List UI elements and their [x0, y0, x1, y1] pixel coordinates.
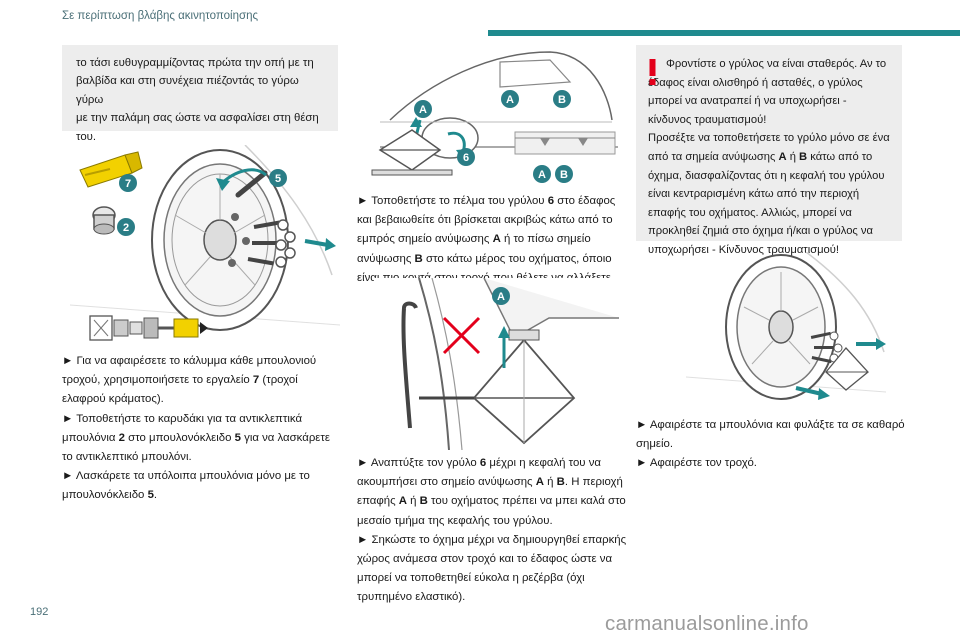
svg-text:5: 5 — [275, 173, 281, 185]
svg-text:B: B — [558, 94, 566, 106]
box-line: με την παλάμη σας ώστε να ασφαλίσει στη … — [76, 112, 319, 125]
step-extend-jack: ► Αναπτύξτε τον γρύλο 6 μέχρι η κεφαλή τ… — [357, 457, 626, 527]
callout-7: 7 — [119, 174, 137, 192]
svg-text:A: A — [506, 94, 514, 106]
watermark-text: carmanualsonline.info — [605, 612, 809, 635]
column-1-text: ► Για να αφαιρέσετε το κάλυμμα κάθε μπου… — [62, 352, 342, 506]
svg-text:A: A — [497, 291, 505, 303]
wheel-removal-illustration — [686, 252, 886, 400]
jack-closeup-illustration: A — [374, 278, 619, 450]
step-place-jack: ► Τοποθετήστε το πέλμα του γρύλου 6 στο … — [357, 195, 616, 284]
intro-continuation-box: το τάσι ευθυγραμμίζοντας πρώτα την οπή μ… — [62, 45, 338, 143]
bullet-arrow: ► — [62, 355, 74, 367]
bullet-arrow: ► — [357, 457, 369, 469]
header-accent-bar — [488, 30, 960, 36]
step-remove-bolt-caps: ► Για να αφαιρέσετε το κάλυμμα κάθε μπου… — [62, 355, 317, 406]
socket-tool-inset — [89, 315, 208, 341]
column-2-text-top: ► Τοποθετήστε το πέλμα του γρύλου 6 στο … — [357, 192, 629, 288]
box-line: βαλβίδα και στη συνέχεια πιέζοντάς το γύ… — [76, 75, 299, 106]
svg-text:A: A — [538, 169, 546, 181]
warning-text-1: Φροντίστε ο γρύλος να είναι σταθερός. Αν… — [648, 58, 887, 126]
svg-text:6: 6 — [463, 152, 469, 164]
svg-text:A: A — [419, 104, 427, 116]
bullet-arrow: ► — [62, 412, 74, 425]
svg-text:7: 7 — [125, 178, 131, 190]
callout-2: 2 — [117, 218, 135, 236]
wheel-bolts-illustration: 7 5 2 — [70, 145, 340, 331]
box-line: το τάσι ευθυγραμμίζοντας πρώτα την οπή μ… — [76, 57, 314, 69]
bullet-arrow: ► — [636, 457, 648, 470]
step-remove-bolts: ► Αφαιρέστε τα μπουλόνια και φυλάξτε τα … — [636, 419, 905, 451]
callout-A-front: A — [414, 100, 432, 118]
warning-exclamation-icon — [649, 59, 656, 85]
page-number: 192 — [30, 606, 49, 618]
step-raise-vehicle: ► Σηκώστε το όχημα μέχρι να δημιουργηθεί… — [357, 533, 627, 604]
box-line: του. — [76, 130, 97, 143]
bullet-arrow: ► — [357, 533, 369, 546]
car-jack-points-illustration: A 6 A B A B — [371, 51, 618, 183]
callout-B-side: B — [553, 90, 571, 108]
callout-5: 5 — [269, 169, 287, 187]
column-2-text-bottom: ► Αναπτύξτε τον γρύλο 6 μέχρι η κεφαλή τ… — [357, 454, 629, 608]
callout-B-sill: B — [555, 165, 573, 183]
running-header: Σε περίπτωση βλάβης ακινητοποίησης — [62, 10, 259, 22]
svg-text:B: B — [560, 169, 568, 181]
bullet-arrow: ► — [62, 470, 74, 483]
svg-text:2: 2 — [123, 222, 129, 234]
bullet-arrow: ► — [636, 419, 648, 431]
callout-6: 6 — [457, 148, 475, 166]
warning-text-2: Προσέξτε να τοποθετήσετε το γρύλο μόνο σ… — [648, 132, 890, 256]
callout-A-jack: A — [492, 287, 510, 305]
step-remove-wheel: ► Αφαιρέστε τον τροχό. — [636, 457, 757, 470]
step-loosen-bolts: ► Λασκάρετε τα υπόλοιπα μπουλόνια μόνο μ… — [62, 470, 310, 502]
warning-box: Φροντίστε ο γρύλος να είναι σταθερός. Αν… — [636, 45, 902, 256]
column-3-text: ► Αφαιρέστε τα μπουλόνια και φυλάξτε τα … — [636, 416, 906, 474]
bullet-arrow: ► — [357, 195, 369, 207]
callout-A-sill: A — [533, 165, 551, 183]
callout-A-side: A — [501, 90, 519, 108]
step-fit-socket: ► Τοποθετήστε το καρυδάκι για τα αντικλε… — [62, 412, 330, 464]
